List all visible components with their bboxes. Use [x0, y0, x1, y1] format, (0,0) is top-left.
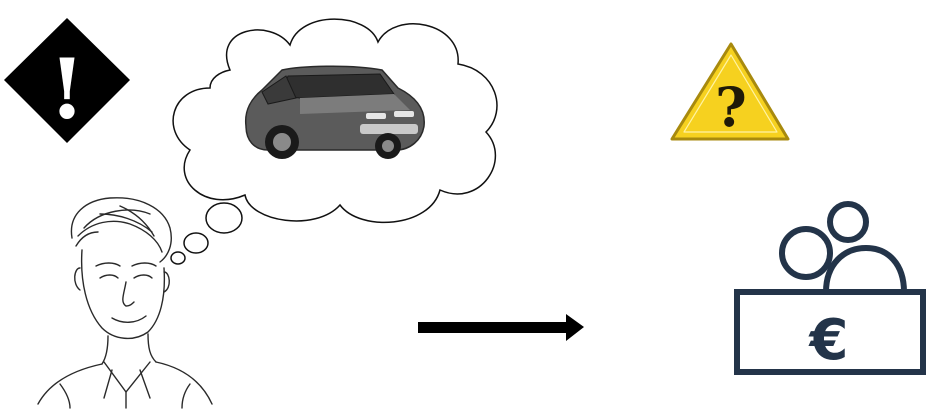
question-warning-triangle-icon: ? [672, 44, 788, 139]
euro-symbol: € [808, 308, 849, 373]
coins-cashbox-icon: € [737, 204, 923, 373]
exclamation-diamond-icon: ! [4, 18, 130, 143]
man-sketch-image [38, 198, 212, 408]
right-arrow-icon [418, 314, 584, 341]
exclamation-mark: ! [49, 42, 85, 138]
question-mark: ? [715, 75, 747, 139]
